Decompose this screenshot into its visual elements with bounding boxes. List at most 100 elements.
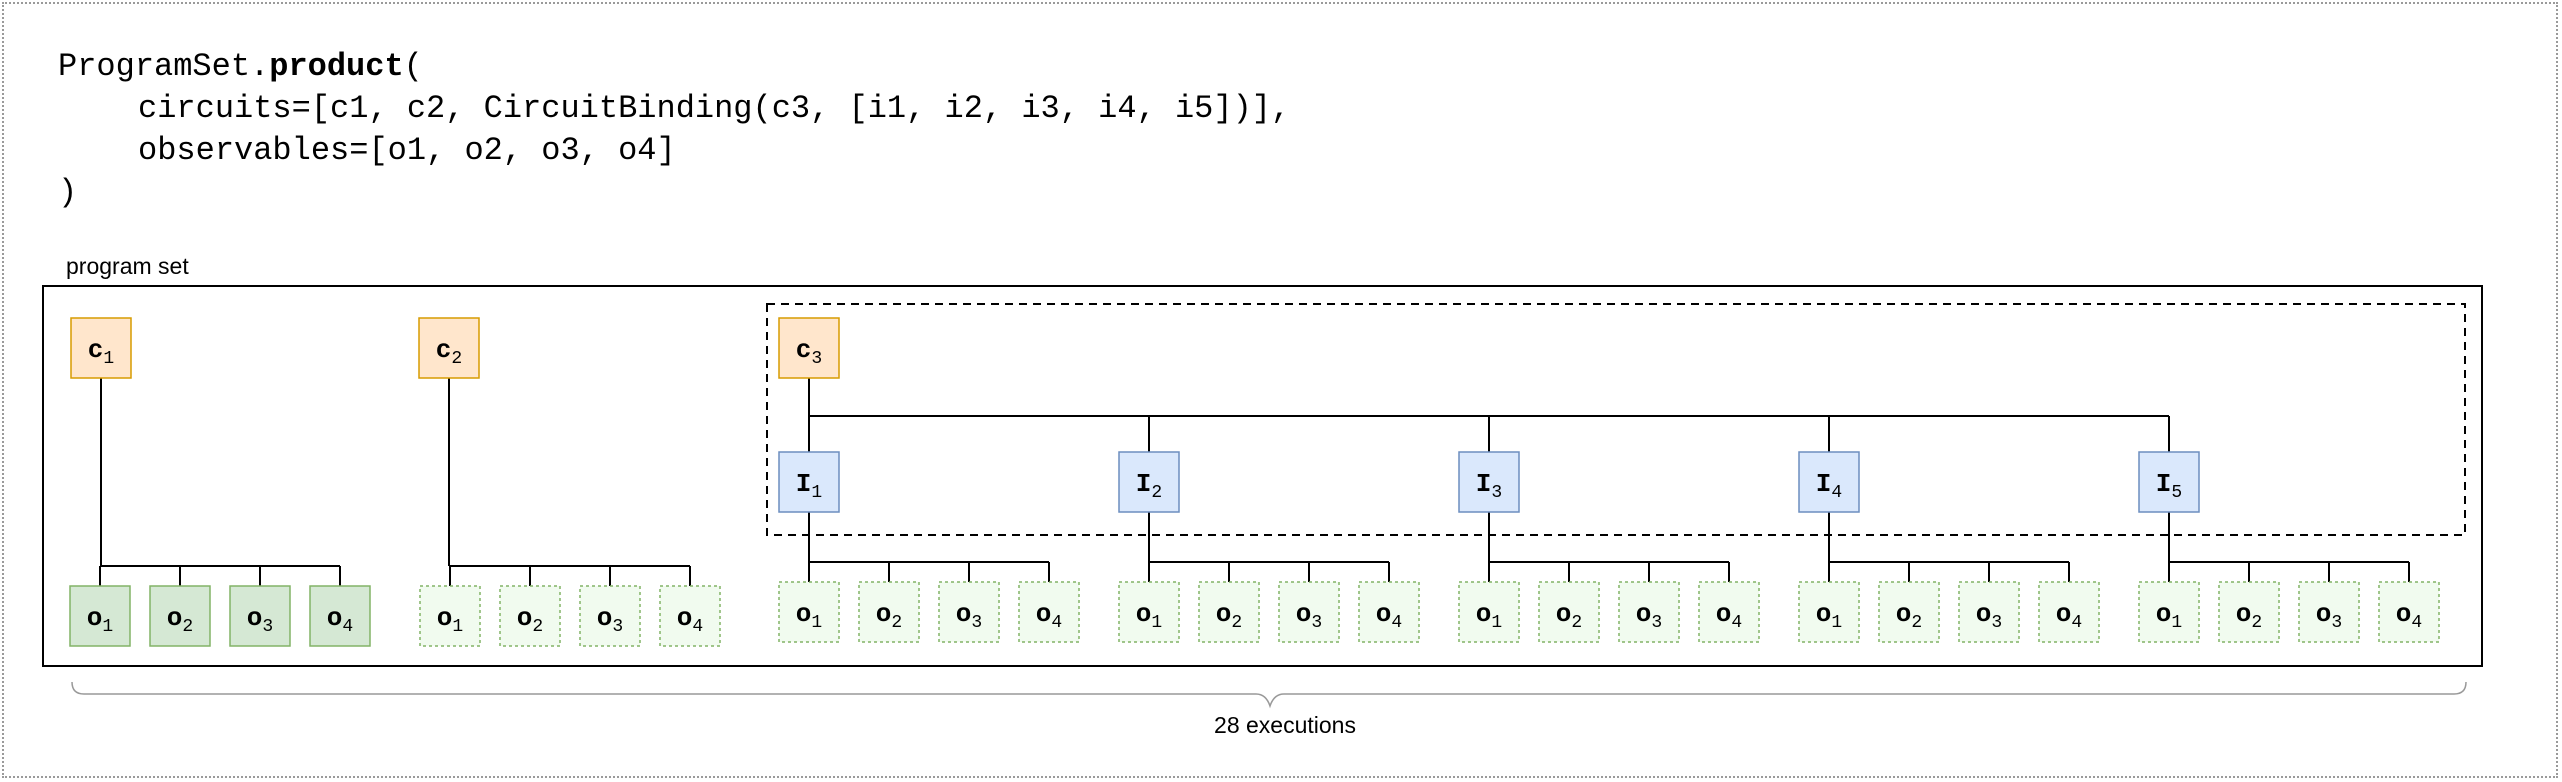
code-method-name: product [269,48,404,85]
i2-observable-3: o3 [1278,581,1340,643]
i4-observable-3-label: o3 [1976,599,2002,633]
c1-observable-2-label: o2 [167,603,193,637]
code-line-1: ProgramSet.product( [58,46,1290,88]
c2-observable-1-label: o1 [437,603,463,637]
input-node-2: I2 [1118,451,1180,513]
i1-observable-1-label: o1 [796,599,822,633]
i4-observable-4-box [2038,581,2100,643]
c1-observable-2: o2 [149,585,211,647]
i5-observable-2: o2 [2218,581,2280,643]
c1-observable-1-label: o1 [87,603,113,637]
i1-observable-1: o1 [778,581,840,643]
i4-observable-1: o1 [1798,581,1860,643]
c2-observable-1: o1 [419,585,481,647]
i2-observable-4: o4 [1358,581,1420,643]
input-node-1: I1 [778,451,840,513]
circuit-node-2-box [418,317,480,379]
circuit-node-1: c1 [70,317,132,379]
i3-observable-2: o2 [1538,581,1600,643]
i5-observable-2-box [2218,581,2280,643]
i2-observable-2-label: o2 [1216,599,1242,633]
code-open-paren: ( [403,48,423,85]
i2-observable-1: o1 [1118,581,1180,643]
i2-observable-2-box [1198,581,1260,643]
i1-observable-2-box [858,581,920,643]
executions-brace [71,681,2467,709]
code-line-3: observables=[o1, o2, o3, o4] [138,132,676,169]
c2-observable-3: o3 [579,585,641,647]
c1-observable-4: o4 [309,585,371,647]
c1-observable-2-box [149,585,211,647]
c1-observable-3-label: o3 [247,603,273,637]
i3-observable-4-box [1698,581,1760,643]
input-node-1-label: I1 [796,469,822,503]
i4-observable-2: o2 [1878,581,1940,643]
c2-observable-4-box [659,585,721,647]
input-node-2-label: I2 [1136,469,1162,503]
i3-observable-1: o1 [1458,581,1520,643]
c1-observable-4-label: o4 [327,603,353,637]
i3-observable-2-box [1538,581,1600,643]
i2-observable-1-label: o1 [1136,599,1162,633]
i5-observable-1-label: o1 [2156,599,2182,633]
circuit-node-3-label: c3 [796,335,822,369]
i2-observable-1-box [1118,581,1180,643]
program-set-box [42,285,2483,667]
c2-observable-3-box [579,585,641,647]
i1-observable-3-label: o3 [956,599,982,633]
i4-observable-4: o4 [2038,581,2100,643]
input-node-3-box [1458,451,1520,513]
circuit-node-3: c3 [778,317,840,379]
c1-observable-3-box [229,585,291,647]
i4-observable-4-label: o4 [2056,599,2082,633]
i3-observable-4: o4 [1698,581,1760,643]
i2-observable-4-box [1358,581,1420,643]
i3-observable-3-label: o3 [1636,599,1662,633]
circuit-node-3-box [778,317,840,379]
i3-observable-2-label: o2 [1556,599,1582,633]
i5-observable-4: o4 [2378,581,2440,643]
c2-observable-2-box [499,585,561,647]
c2-observable-2-label: o2 [517,603,543,637]
i1-observable-4-label: o4 [1036,599,1062,633]
c1-observable-1: o1 [69,585,131,647]
input-node-3-label: I3 [1476,469,1502,503]
c1-observable-4-box [309,585,371,647]
i1-observable-1-box [778,581,840,643]
input-node-5: I5 [2138,451,2200,513]
i1-observable-3: o3 [938,581,1000,643]
i5-observable-2-label: o2 [2236,599,2262,633]
i5-observable-3-label: o3 [2316,599,2342,633]
input-node-1-box [778,451,840,513]
circuit-binding-box [766,303,2466,536]
input-node-5-box [2138,451,2200,513]
input-node-4-label: I4 [1816,469,1842,503]
i1-observable-2: o2 [858,581,920,643]
input-node-4-box [1798,451,1860,513]
circuit-node-2-label: c2 [436,335,462,369]
c2-observable-4: o4 [659,585,721,647]
code-line-2: circuits=[c1, c2, CircuitBinding(c3, [i1… [138,90,1291,127]
i5-observable-1-box [2138,581,2200,643]
program-set-label: program set [66,253,189,279]
i4-observable-3: o3 [1958,581,2020,643]
i1-observable-2-label: o2 [876,599,902,633]
i2-observable-2: o2 [1198,581,1260,643]
input-node-4: I4 [1798,451,1860,513]
i1-observable-3-box [938,581,1000,643]
i3-observable-1-box [1458,581,1520,643]
i4-observable-2-box [1878,581,1940,643]
i4-observable-3-box [1958,581,2020,643]
executions-label: 28 executions [1214,712,1356,738]
i3-observable-3: o3 [1618,581,1680,643]
i5-observable-3: o3 [2298,581,2360,643]
i2-observable-3-label: o3 [1296,599,1322,633]
c2-observable-4-label: o4 [677,603,703,637]
connector-lines [99,378,2410,586]
c1-observable-3: o3 [229,585,291,647]
c2-observable-1-box [419,585,481,647]
i3-observable-3-box [1618,581,1680,643]
i3-observable-4-label: o4 [1716,599,1742,633]
